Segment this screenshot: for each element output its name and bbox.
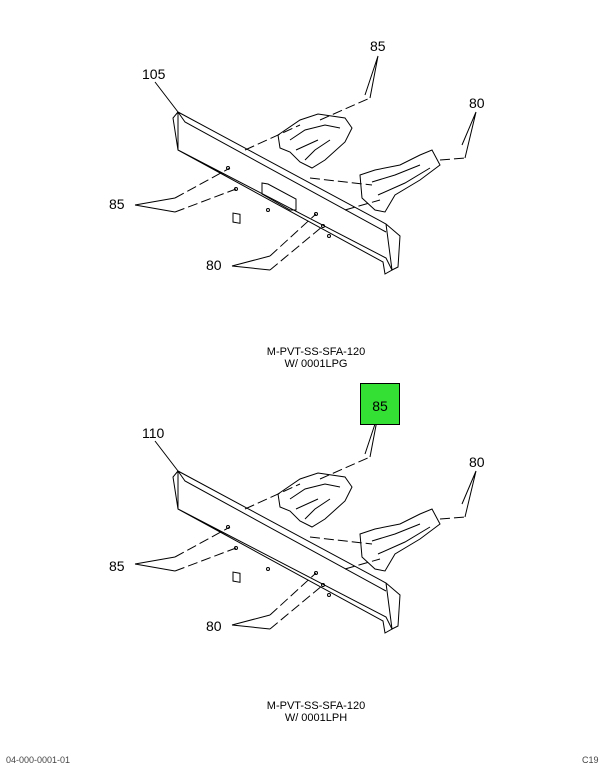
bumper-hole-3 xyxy=(314,212,318,216)
dash-right-b xyxy=(344,558,381,570)
callout-left-holes-85-b[interactable]: 85 xyxy=(109,558,125,574)
bumper-top-edge xyxy=(177,470,401,630)
callout-left-holes-85[interactable]: 85 xyxy=(109,196,125,212)
right-bracket-outline xyxy=(359,508,441,572)
dash-right-a xyxy=(309,177,373,186)
leader-bottom-holes xyxy=(231,255,271,271)
right-bracket-outline xyxy=(359,149,441,213)
callout-bottom-holes-80-b[interactable]: 80 xyxy=(206,618,222,634)
dash-bottom-upper xyxy=(269,225,324,271)
upper-bracket-outline xyxy=(277,113,353,169)
caption-top-line1: M-PVT-SS-SFA-120 xyxy=(266,346,366,358)
bumper-end-left xyxy=(172,470,393,634)
dash-upper-to-callout xyxy=(319,97,371,121)
upper-bracket-detail xyxy=(289,124,341,161)
bumper-hole-4 xyxy=(321,583,325,587)
bumper-hole-4 xyxy=(321,224,325,228)
dash-right-b xyxy=(344,199,381,211)
upper-bracket-outline xyxy=(277,472,353,528)
leader-left-holes xyxy=(134,556,176,572)
bumper-hole-5 xyxy=(327,234,331,238)
caption-bottom-line1: M-PVT-SS-SFA-120 xyxy=(266,700,366,712)
bumper-square-hole xyxy=(232,571,241,583)
dash-left-upper xyxy=(174,526,231,558)
dash-right-a xyxy=(309,536,373,545)
callout-right-bracket-80[interactable]: 80 xyxy=(469,95,485,111)
leader-bumper xyxy=(154,440,179,472)
caption-top: M-PVT-SS-SFA-120 W/ 0001LPG xyxy=(216,346,416,370)
bumper-hole-2 xyxy=(266,567,270,571)
caption-bottom: M-PVT-SS-SFA-120 W/ 0001LPH xyxy=(216,700,416,724)
right-bracket-detail xyxy=(371,164,431,196)
dash-bottom-lower xyxy=(269,213,317,257)
upper-bracket-detail xyxy=(289,483,341,520)
dash-bracket-top xyxy=(244,483,301,510)
bumper-hole-3 xyxy=(314,571,318,575)
caption-bottom-line2: W/ 0001LPH xyxy=(284,712,348,724)
bumper-hole-5 xyxy=(327,593,331,597)
caption-top-line2: W/ 0001LPG xyxy=(284,358,348,370)
dash-left-lower xyxy=(174,188,237,213)
bumper-assembly-bottom xyxy=(134,414,477,634)
footer-left: 04-000-0001-01 xyxy=(6,755,71,765)
dash-bracket-top xyxy=(244,124,301,151)
bumper-square-hole xyxy=(232,212,241,224)
dash-left-upper xyxy=(174,167,231,199)
leader-left-holes xyxy=(134,197,176,213)
leader-upper xyxy=(364,55,379,99)
bumper-top-edge xyxy=(177,111,401,271)
callout-bumper-105[interactable]: 105 xyxy=(142,66,166,82)
leader-right xyxy=(461,111,477,159)
bumper-slot xyxy=(261,182,297,211)
callout-bumper-110[interactable]: 110 xyxy=(142,425,165,441)
highlighted-callout-85-label: 85 xyxy=(372,398,388,414)
highlighted-callout-85[interactable]: 85 xyxy=(360,383,400,425)
callout-right-bracket-80-b[interactable]: 80 xyxy=(469,454,485,470)
bumper-hole-1 xyxy=(234,546,238,550)
callout-bottom-holes-80[interactable]: 80 xyxy=(206,257,222,273)
dash-bottom-lower xyxy=(269,572,317,616)
leader-right xyxy=(461,470,477,518)
dash-upper-to-callout xyxy=(319,456,371,480)
right-bracket-detail xyxy=(371,523,431,555)
bumper-end-left xyxy=(172,111,393,275)
bumper-hole-2 xyxy=(266,208,270,212)
footer-right: C19 xyxy=(582,755,599,765)
dash-left-lower xyxy=(174,547,237,572)
callout-upper-bracket-85[interactable]: 85 xyxy=(370,38,386,54)
dash-right-to-callout xyxy=(439,157,466,161)
leader-bumper xyxy=(154,81,179,113)
dash-right-to-callout xyxy=(439,516,466,520)
bumper-assembly-top xyxy=(134,55,477,275)
leader-bottom-holes xyxy=(231,614,271,630)
bumper-hole-1 xyxy=(234,187,238,191)
dash-bottom-upper xyxy=(269,584,324,630)
